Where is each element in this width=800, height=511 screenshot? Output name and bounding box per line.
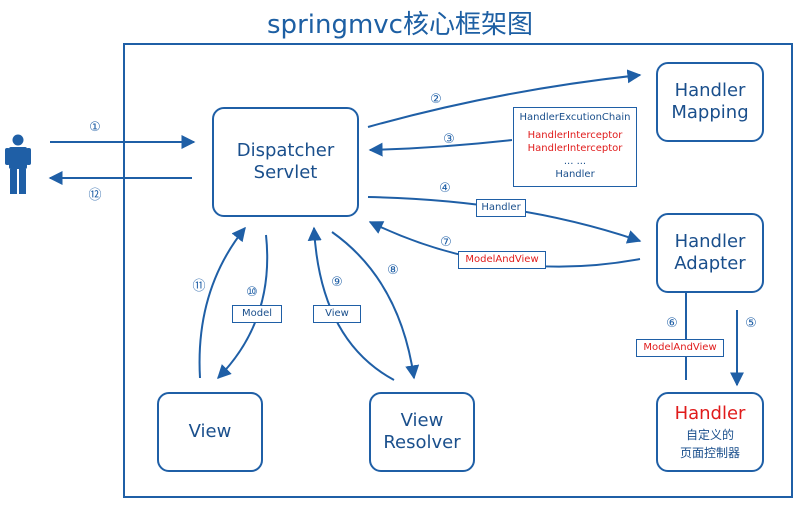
model-and-view-tag-7: ModelAndView — [458, 251, 546, 269]
handler-tag: Handler — [476, 199, 526, 217]
chain-interceptor-1: HandlerInterceptor — [527, 130, 623, 141]
view-resolver-line-2: Resolver — [383, 432, 461, 453]
handler-node: Handler 自定义的 页面控制器 — [656, 392, 764, 472]
framework-frame — [123, 43, 793, 498]
arrow-8-dispatcher-to-resolver — [331, 231, 420, 380]
view-label: View — [188, 420, 232, 442]
arrow-2-to-mapping — [367, 69, 642, 128]
handler-mapping-node: Handler Mapping — [656, 62, 764, 142]
handler-desc-1: 自定义的 — [685, 428, 734, 443]
step-5: ⑤ — [745, 316, 757, 331]
handler-desc-2: 页面控制器 — [679, 446, 740, 461]
dispatcher-line-2: Servlet — [253, 162, 318, 183]
step-4: ④ — [439, 181, 451, 196]
step-7: ⑦ — [440, 235, 452, 250]
chain-handler: Handler — [555, 169, 595, 180]
view-resolver-node: View Resolver — [369, 392, 475, 472]
view-node: View — [157, 392, 263, 472]
dispatcher-line-1: Dispatcher — [236, 139, 335, 161]
view-tag: View — [313, 305, 361, 323]
chain-interceptor-2: HandlerInterceptor — [527, 143, 623, 154]
step-3: ③ — [443, 132, 455, 147]
step-9: ⑨ — [331, 275, 343, 290]
chain-title: HandlerExcutionChain — [519, 112, 631, 123]
diagram-title: springmvc核心框架图 — [267, 10, 533, 40]
step-6: ⑥ — [666, 316, 678, 331]
step-12: ⑫ — [88, 188, 102, 203]
handler-title: Handler — [674, 402, 746, 424]
step-10: ⑩ — [246, 285, 258, 300]
step-8: ⑧ — [387, 263, 399, 278]
user-figure-icon — [5, 134, 31, 194]
handler-adapter-node: Handler Adapter — [656, 213, 764, 293]
model-and-view-tag-6: ModelAndView — [636, 339, 724, 357]
step-11: ⑪ — [192, 279, 206, 294]
step-2: ② — [430, 92, 442, 107]
dispatcher-servlet-node: Dispatcher Servlet — [212, 107, 359, 217]
chain-ellipsis: ... ... — [563, 156, 587, 167]
handler-adapter-line-2: Adapter — [674, 253, 746, 274]
handler-mapping-line-1: Handler — [674, 79, 746, 101]
handler-execution-chain: HandlerExcutionChain HandlerInterceptor … — [513, 107, 637, 187]
step-1: ① — [89, 120, 101, 135]
handler-mapping-line-2: Mapping — [671, 102, 749, 123]
handler-adapter-line-1: Handler — [674, 230, 746, 252]
model-tag: Model — [232, 305, 282, 323]
view-resolver-line-1: View — [400, 409, 444, 431]
arrow-3-from-mapping — [368, 139, 513, 157]
arrow-11-view-to-dispatcher — [198, 226, 246, 379]
